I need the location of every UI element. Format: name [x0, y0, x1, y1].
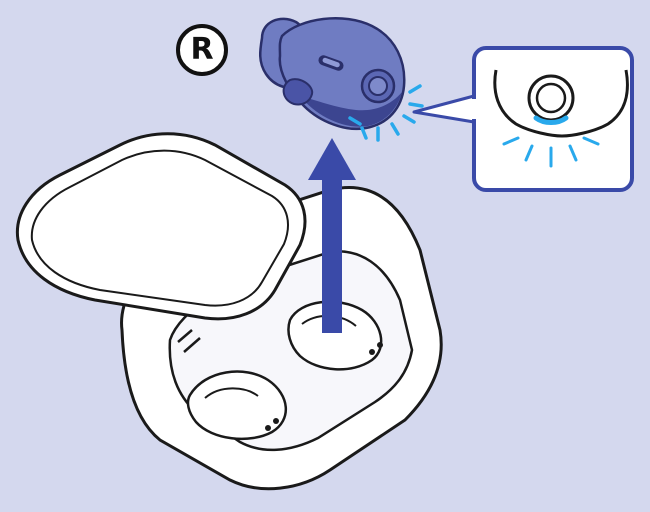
- callout-pointer: [412, 94, 476, 124]
- side-marker-badge: R: [176, 24, 228, 76]
- up-arrow-icon: [308, 138, 356, 333]
- indicator-light-rays: [348, 84, 424, 142]
- indicator-light-icon: [533, 115, 569, 125]
- right-earbud-icon: [259, 17, 406, 131]
- charging-case-lid: [15, 132, 307, 321]
- side-marker-label: R: [190, 32, 214, 67]
- indicator-callout: [472, 46, 634, 192]
